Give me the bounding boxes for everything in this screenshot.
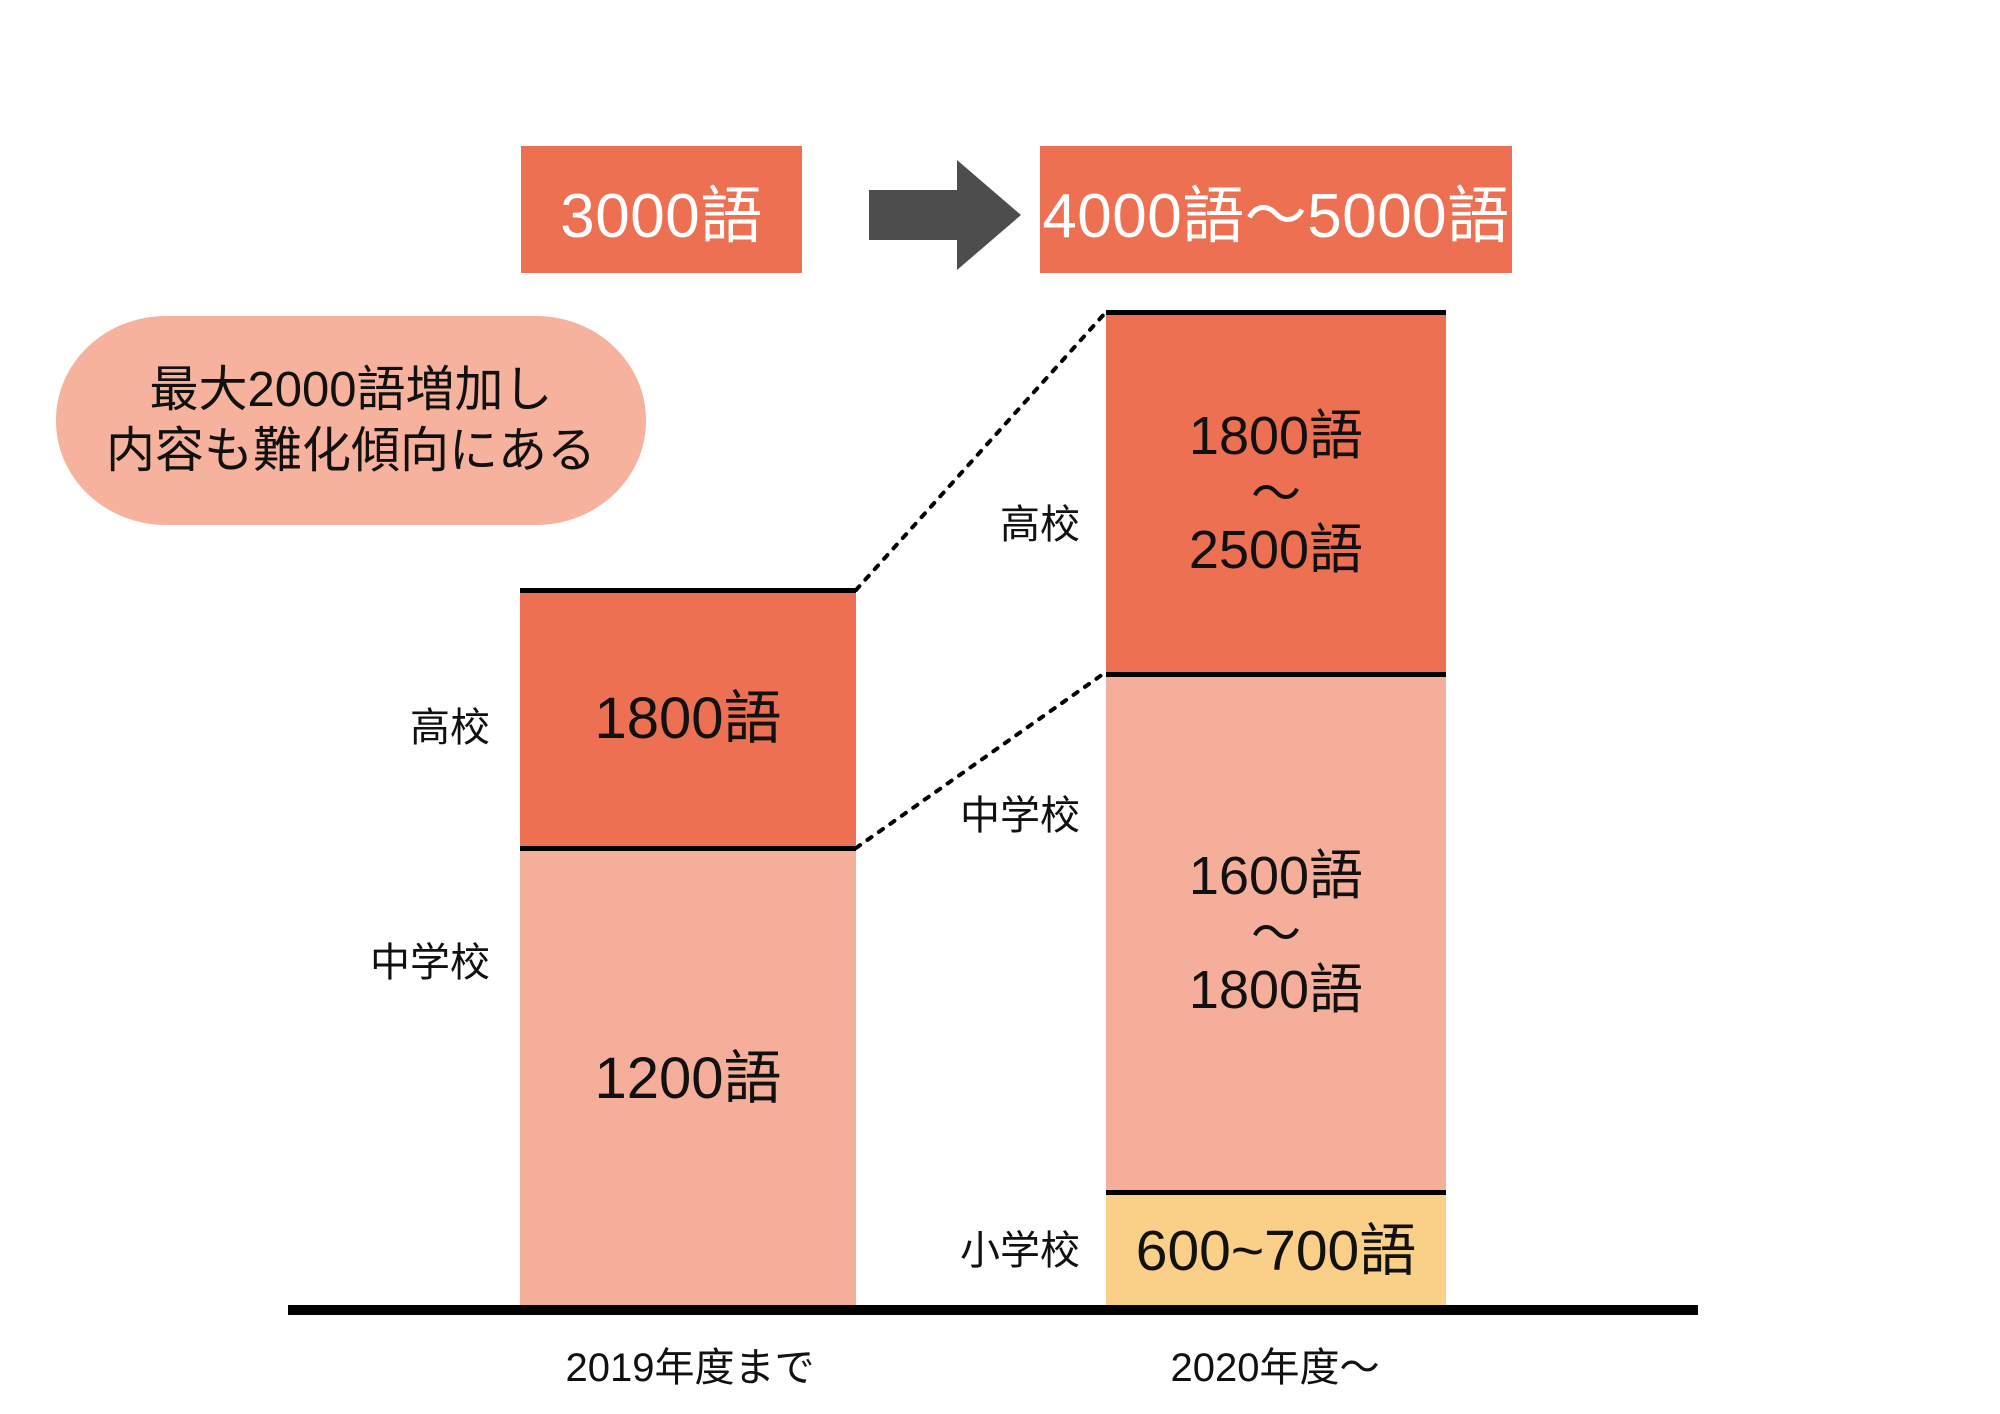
total-before-banner: 3000語 (521, 146, 802, 273)
range-tilde: ～ (1251, 465, 1301, 522)
callout-line-2: 内容も難化傾向にある (105, 423, 596, 478)
axis-baseline (288, 1305, 1698, 1315)
total-before-value: 3000語 (560, 181, 763, 251)
category-label-2020-junior-high: 中学校 (960, 794, 1080, 838)
bar-segment-value: 1800語 (594, 686, 782, 752)
category-label-2020-elementary: 小学校 (960, 1229, 1080, 1273)
bar-segment-value-high: 2500語 (1188, 519, 1364, 580)
bar-segment-2019-junior-high: 1200語 (520, 846, 856, 1308)
bar-segment-2019-high-school: 1800語 (520, 588, 856, 846)
category-label-2019-junior-high: 中学校 (370, 941, 490, 985)
total-after-banner: 4000語～5000語 (1040, 146, 1512, 273)
bar-segment-2020-junior-high: 1600語 ～ 1800語 (1106, 672, 1446, 1190)
axis-label-2020: 2020年度～ (1170, 1346, 1380, 1390)
bar-segment-2020-elementary: 600~700語 (1106, 1190, 1446, 1308)
category-label-2019-high-school: 高校 (410, 706, 490, 750)
bar-segment-2020-high-school: 1800語 ～ 2500語 (1106, 310, 1446, 672)
bar-segment-value-low: 1800語 (1188, 405, 1364, 466)
callout-line-1: 最大2000語増加し (149, 362, 553, 417)
bar-segment-value-high: 1800語 (1188, 959, 1364, 1020)
bar-2019: 1800語 1200語 (520, 588, 856, 1308)
bar-segment-value: 1200語 (594, 1046, 782, 1112)
bar-segment-value: 600~700語 (1135, 1218, 1417, 1283)
category-label-2020-high-school: 高校 (1000, 503, 1080, 547)
range-tilde: ～ (1251, 905, 1301, 962)
right-arrow-icon (869, 160, 1021, 270)
bar-2020: 1800語 ～ 2500語 1600語 ～ 1800語 600~700語 (1106, 310, 1446, 1308)
callout-bubble: 最大2000語増加し 内容も難化傾向にある (56, 316, 646, 525)
bar-segment-value-low: 1600語 (1188, 845, 1364, 906)
total-after-value: 4000語～5000語 (1042, 181, 1510, 251)
axis-label-2019: 2019年度まで (565, 1346, 815, 1390)
